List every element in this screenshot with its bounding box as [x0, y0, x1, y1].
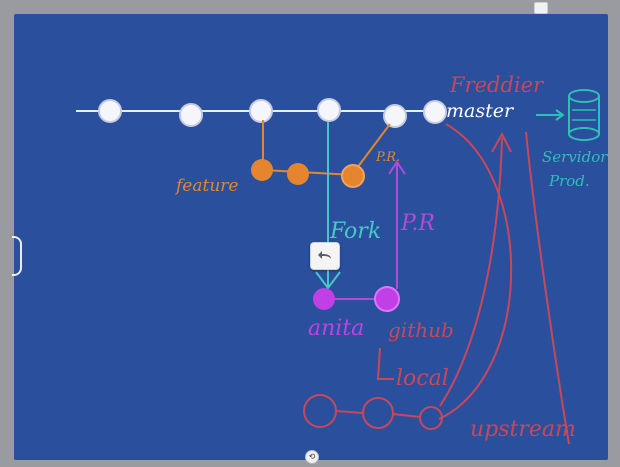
master-label: master [446, 100, 515, 122]
local-note: local [376, 347, 449, 391]
upstream-arrows [438, 123, 570, 445]
diagram-svg: feature P.R. Fork P.R anita github local [76, 73, 608, 445]
github-label: github [388, 318, 454, 342]
master-commit [423, 100, 447, 124]
undo-button[interactable] [310, 242, 340, 270]
window-icon[interactable] [534, 2, 548, 14]
anita-label: anita [308, 316, 364, 341]
feature-branch: feature P.R. [174, 120, 400, 196]
servidor-label: Servidor [542, 148, 608, 166]
master-commit [179, 103, 203, 127]
fork-arrow: Fork [315, 122, 381, 290]
master-commit [383, 104, 407, 128]
pr-big-label: P.R [400, 211, 435, 236]
anita-commit [313, 288, 335, 310]
local-commits: upstream [303, 394, 576, 442]
local-label: local [396, 366, 449, 391]
server-icon [568, 89, 600, 141]
prod-label: Prod. [548, 172, 590, 190]
feature-commit [287, 163, 309, 185]
pr-small-label: P.R. [375, 150, 400, 165]
master-commit [249, 99, 273, 123]
master-commit [98, 99, 122, 123]
master-commits [98, 98, 447, 128]
left-edge-handle[interactable] [12, 236, 22, 276]
undo-arrow-icon [318, 251, 331, 259]
refresh-icon[interactable]: ⟲ [305, 450, 319, 464]
fork-label: Fork [329, 219, 381, 244]
whiteboard-canvas[interactable]: feature P.R. Fork P.R anita github local [12, 14, 608, 460]
freddie-label: Freddier [449, 73, 545, 97]
master-to-server-arrow [536, 109, 565, 121]
master-commit [317, 98, 341, 122]
feature-commit [251, 159, 273, 181]
feature-label: feature [174, 176, 238, 196]
upstream-label: upstream [470, 417, 576, 442]
pull-request-path: P.R [313, 160, 435, 312]
feature-commit [341, 164, 365, 188]
anita-commit [374, 286, 400, 312]
